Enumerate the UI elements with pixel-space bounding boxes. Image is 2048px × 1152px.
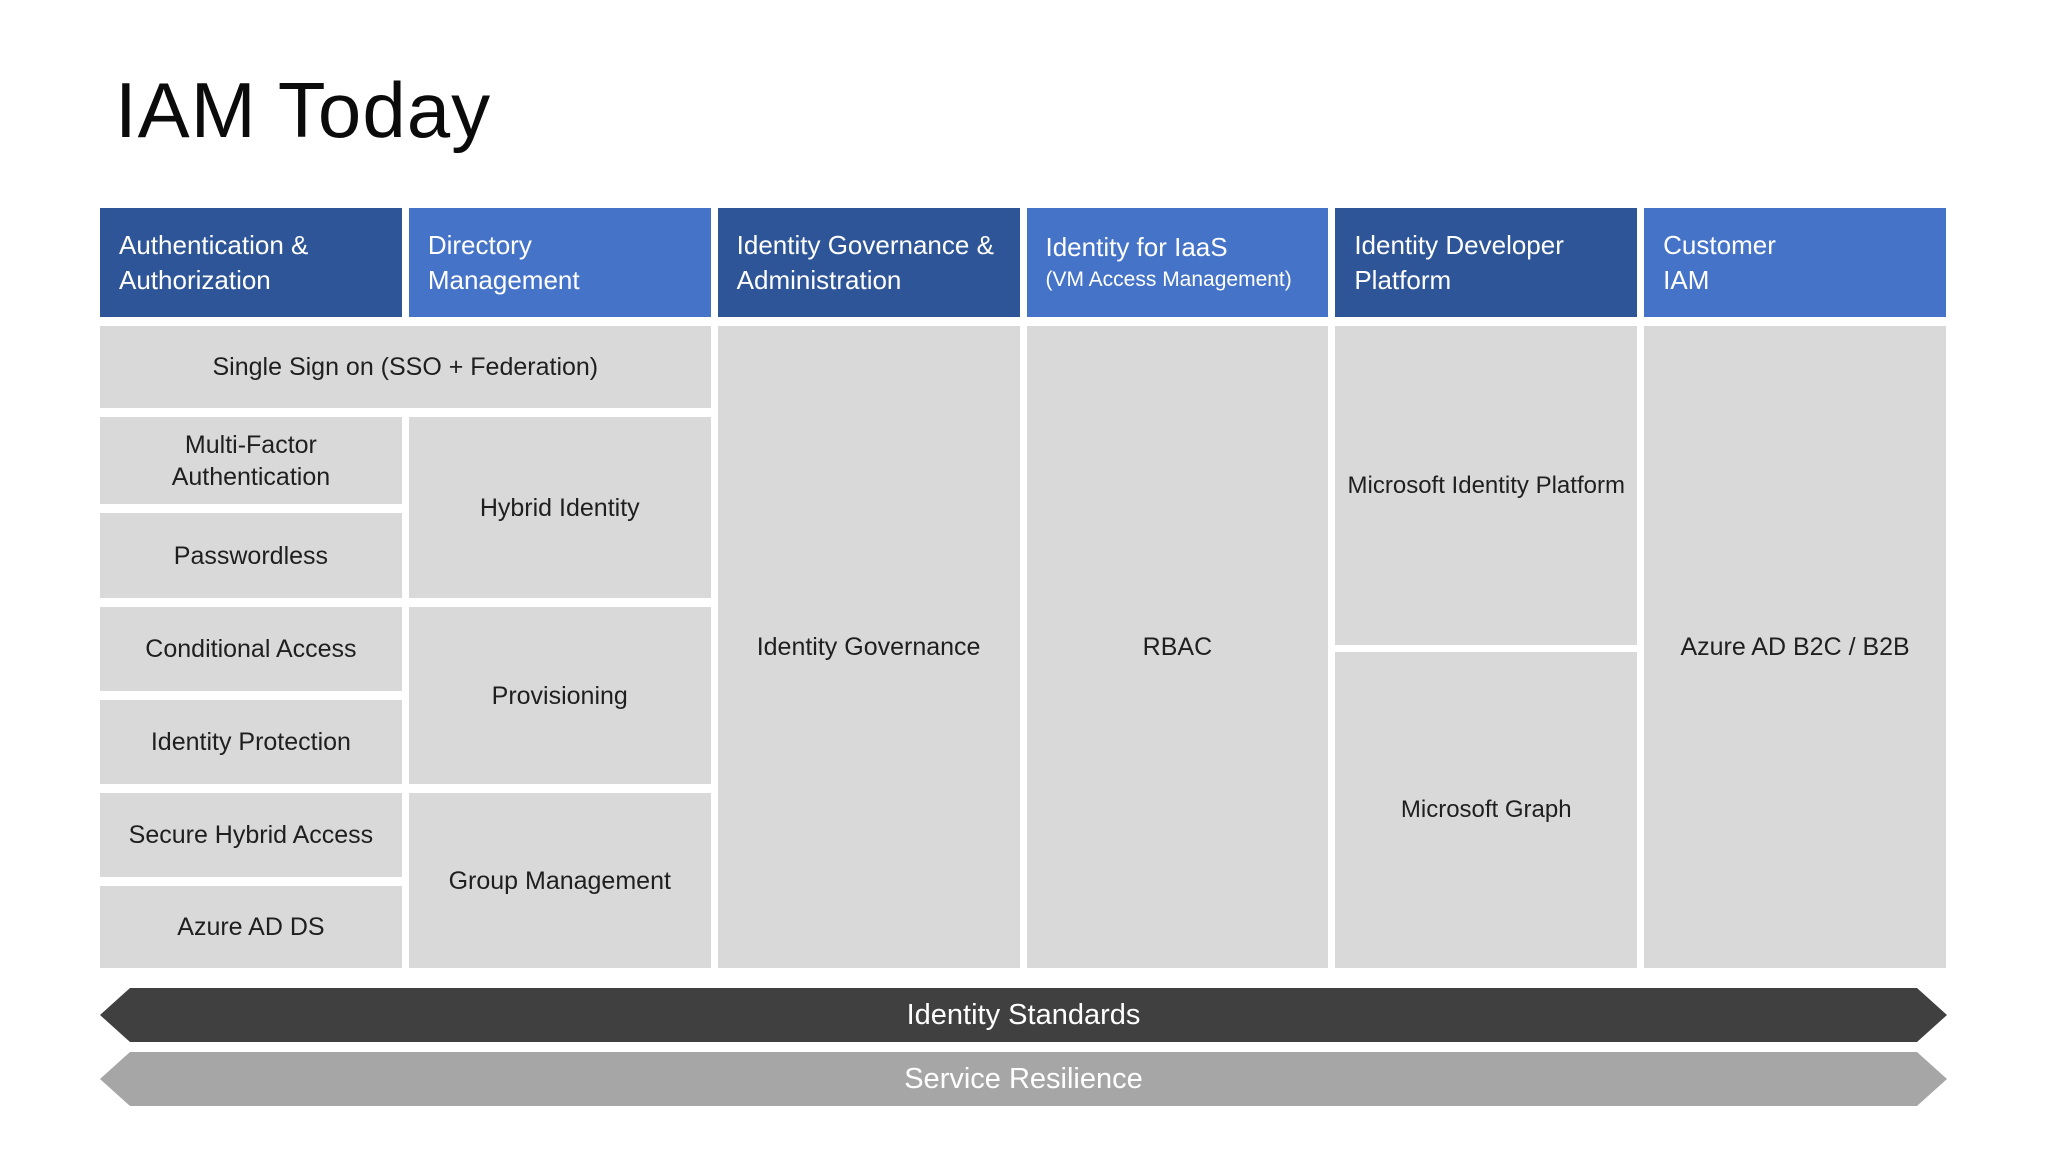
column-header-directory-management: Directory Management xyxy=(408,208,711,317)
column-header-label: Identity for IaaS xyxy=(1045,232,1228,262)
cell-passwordless: Passwordless xyxy=(100,513,402,598)
cell-rbac: RBAC xyxy=(1026,326,1329,968)
cell-group-management: Group Management xyxy=(408,793,711,968)
cell-secure-hybrid-access: Secure Hybrid Access xyxy=(100,793,402,877)
column-header-identity-for-iaas: Identity for IaaS (VM Access Management) xyxy=(1026,208,1329,317)
cell-hybrid-identity: Hybrid Identity xyxy=(408,417,711,598)
column-header-label: Identity Developer Platform xyxy=(1354,229,1564,295)
banner-label: Identity Standards xyxy=(906,998,1141,1031)
column-header-label: Customer IAM xyxy=(1663,229,1776,295)
banner-label: Service Resilience xyxy=(904,1062,1143,1095)
column-header-identity-developer-platform: Identity Developer Platform xyxy=(1335,208,1638,317)
page-title: IAM Today xyxy=(115,66,492,154)
column-header-identity-governance-administration: Identity Governance & Administration xyxy=(717,208,1020,317)
iam-capability-table: Authentication & Authorization Directory… xyxy=(100,208,1946,968)
identity-standards-banner: Identity Standards xyxy=(100,988,1947,1042)
column-header-sublabel: (VM Access Management) xyxy=(1045,268,1292,291)
developer-platform-column: Microsoft Identity Platform Microsoft Gr… xyxy=(1335,326,1638,968)
cell-microsoft-graph: Microsoft Graph xyxy=(1335,652,1638,968)
column-header-authentication-authorization: Authentication & Authorization xyxy=(100,208,402,317)
cell-conditional-access: Conditional Access xyxy=(100,607,402,691)
cell-azure-ad-ds: Azure AD DS xyxy=(100,886,402,968)
cell-azure-ad-b2c-b2b: Azure AD B2C / B2B xyxy=(1644,326,1946,968)
column-header-label: Identity Governance & Administration xyxy=(736,229,994,295)
service-resilience-banner: Service Resilience xyxy=(100,1052,1947,1106)
cell-multi-factor-authentication: Multi-Factor Authentication xyxy=(100,417,402,504)
cell-microsoft-identity-platform: Microsoft Identity Platform xyxy=(1335,326,1638,645)
cell-identity-protection: Identity Protection xyxy=(100,700,402,784)
column-header-customer-iam: Customer IAM xyxy=(1644,208,1946,317)
cell-single-sign-on: Single Sign on (SSO + Federation) xyxy=(100,326,711,408)
column-header-label: Directory Management xyxy=(427,229,580,295)
cell-provisioning: Provisioning xyxy=(408,607,711,784)
column-header-label: Authentication & Authorization xyxy=(119,229,309,295)
cell-identity-governance: Identity Governance xyxy=(717,326,1020,968)
